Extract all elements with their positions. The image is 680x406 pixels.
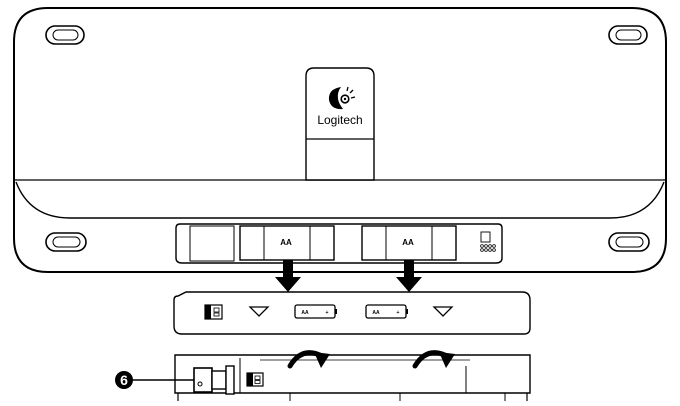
battery-icon: AA + — [365, 304, 408, 319]
battery-slot-label: AA — [402, 238, 414, 247]
insert-arrow-icon — [275, 260, 301, 292]
brand-name: Logitech — [317, 113, 362, 127]
rotate-arrow-icon — [412, 350, 455, 369]
callout: 6 — [115, 371, 194, 389]
rubber-foot — [615, 236, 644, 248]
callout-badge — [115, 371, 133, 389]
receiver-icon — [246, 372, 264, 387]
plus-sign: + — [397, 310, 400, 316]
rubber-foot — [615, 29, 642, 41]
battery-door: AA + AA + — [173, 291, 531, 335]
rotate-arrow-icon — [287, 350, 330, 369]
callout-number: 6 — [120, 372, 128, 388]
rubber-foot — [52, 29, 79, 41]
connect-button-icon — [480, 231, 496, 252]
keyboard-body: Logitech AA AA — [13, 7, 667, 273]
insert-arrow-icon — [396, 260, 422, 292]
battery-icon-label: AA — [301, 310, 309, 316]
logo-badge: Logitech — [305, 67, 375, 181]
orientation-triangle-icon — [248, 306, 270, 317]
battery-slot-label: AA — [280, 238, 292, 247]
plus-sign: + — [326, 310, 329, 316]
battery-slot-2: AA — [361, 225, 457, 261]
battery-door-side: 6 — [115, 350, 531, 401]
orientation-triangle-icon — [432, 306, 454, 317]
rubber-foot — [52, 236, 81, 248]
logitech-logo-icon — [328, 86, 356, 110]
battery-icon: AA + — [294, 304, 337, 319]
battery-icon-label: AA — [372, 310, 380, 316]
receiver-icon — [204, 304, 223, 320]
battery-slot-1: AA — [239, 225, 335, 261]
compartment-latch — [189, 225, 235, 262]
battery-compartment: AA AA — [175, 223, 503, 264]
